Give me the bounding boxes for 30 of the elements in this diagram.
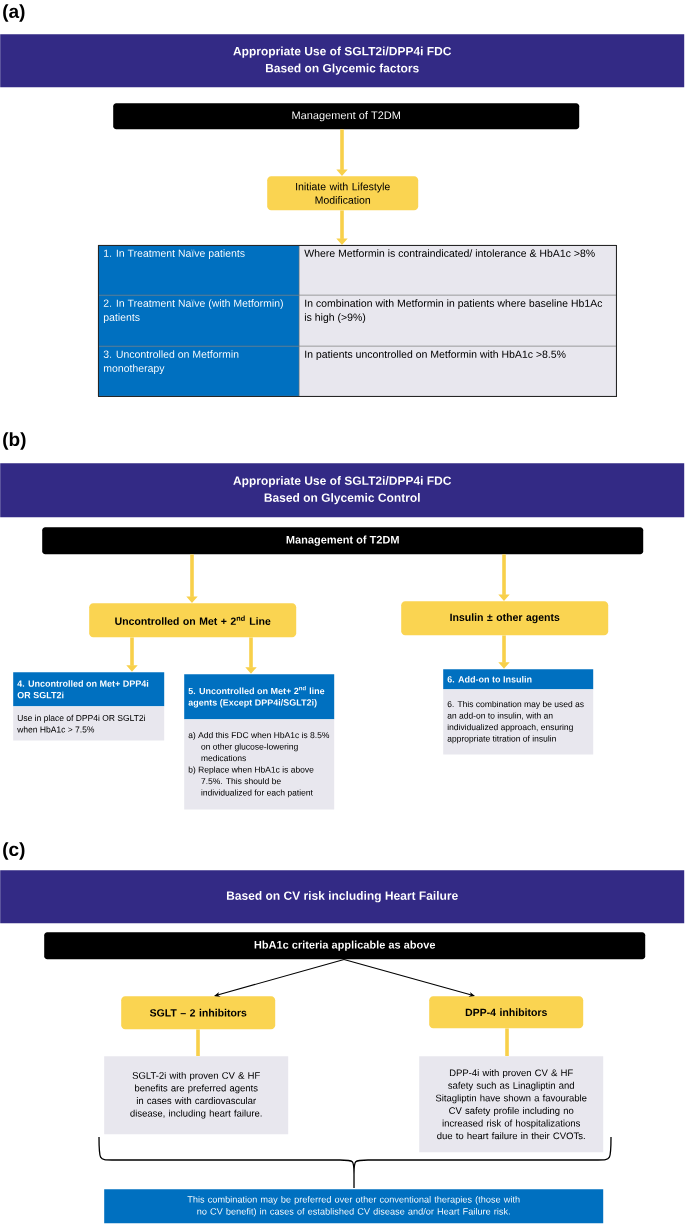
card-header: 6. Add-on to Insulin <box>443 669 594 690</box>
table-cell: Where Metformin is contraindicated/ intolerance & HbA1c >8% <box>299 245 617 296</box>
category-box: Insulin ± other agents <box>401 601 609 636</box>
category-box: SGLT – 2 inhibitors <box>121 996 276 1030</box>
summary-box: This combination may be preferred over other conventional therapies (those with no CV benefit) in cases of established CV disease and/or Heart Failure risk. <box>104 1189 604 1224</box>
category-box: Uncontrolled on Met + 2$^{nd}$ Line <box>89 603 297 638</box>
connector-line <box>196 1029 200 1056</box>
title-banner: Appropriate Use of SGLT2i/DPP4i FDC Based on Glycemic factors <box>0 34 685 88</box>
title-banner: Appropriate Use of SGLT2i/DPP4i FDC Based on Glycemic Control <box>0 463 685 518</box>
info-box: SGLT-2i with proven CV & HF benefits are preferred agents in cases with cardiovascular disease, including heart failure. <box>104 1056 289 1135</box>
table-cell: In patients uncontrolled on Metformin with HbA1c >8.5% <box>299 346 617 397</box>
info-box: DPP-4i with proven CV & HF safety such as Linagliptin and Sitagliptin have shown a favourable CV safety profile including no increased risk of hospitalizations due to heart failure in their CVOTs. <box>419 1056 604 1153</box>
card-header: 5. Uncontrolled on Met+ 2$^{nd}$ line agents (Except DPP4i/SGLT2i) <box>184 674 335 720</box>
category-box: Initiate with Lifestyle Modification <box>267 176 419 211</box>
card-body: 6. This combination may be used as an add-on to insulin, with an individualized approach, ensuring appropriate titration of insulin <box>443 689 594 755</box>
table-cell: 1. In Treatment Naïve patients <box>98 245 300 296</box>
table-cell: 3. Uncontrolled on Metformin monotherapy <box>98 346 300 397</box>
heading-bar: Management of T2DM <box>113 103 580 130</box>
heading-bar: Management of T2DM <box>42 527 644 555</box>
table-cell: 2. In Treatment Naïve (with Metformin) patients <box>98 295 300 347</box>
list-item: b) Replace when HbA1c is above 7.5%. This should be individualized for each patient <box>188 766 314 798</box>
category-box: DPP-4 inhibitors <box>429 996 584 1029</box>
card-body: Use in place of DPP4i OR SGLT2i when HbA1c > 7.5% <box>13 706 165 741</box>
table-cell: In combination with Metformin in patients where baseline Hb1Ac is high (>9%) <box>299 295 617 347</box>
arrow <box>343 958 475 997</box>
title-banner: Based on CV risk including Heart Failure <box>0 870 685 924</box>
connector-line <box>505 1028 509 1056</box>
card-header: 4. Uncontrolled on Met+ DPP4i OR SGLT2i <box>13 672 165 707</box>
heading-bar: HbA1c criteria applicable as above <box>44 932 646 960</box>
arrow <box>214 958 345 997</box>
